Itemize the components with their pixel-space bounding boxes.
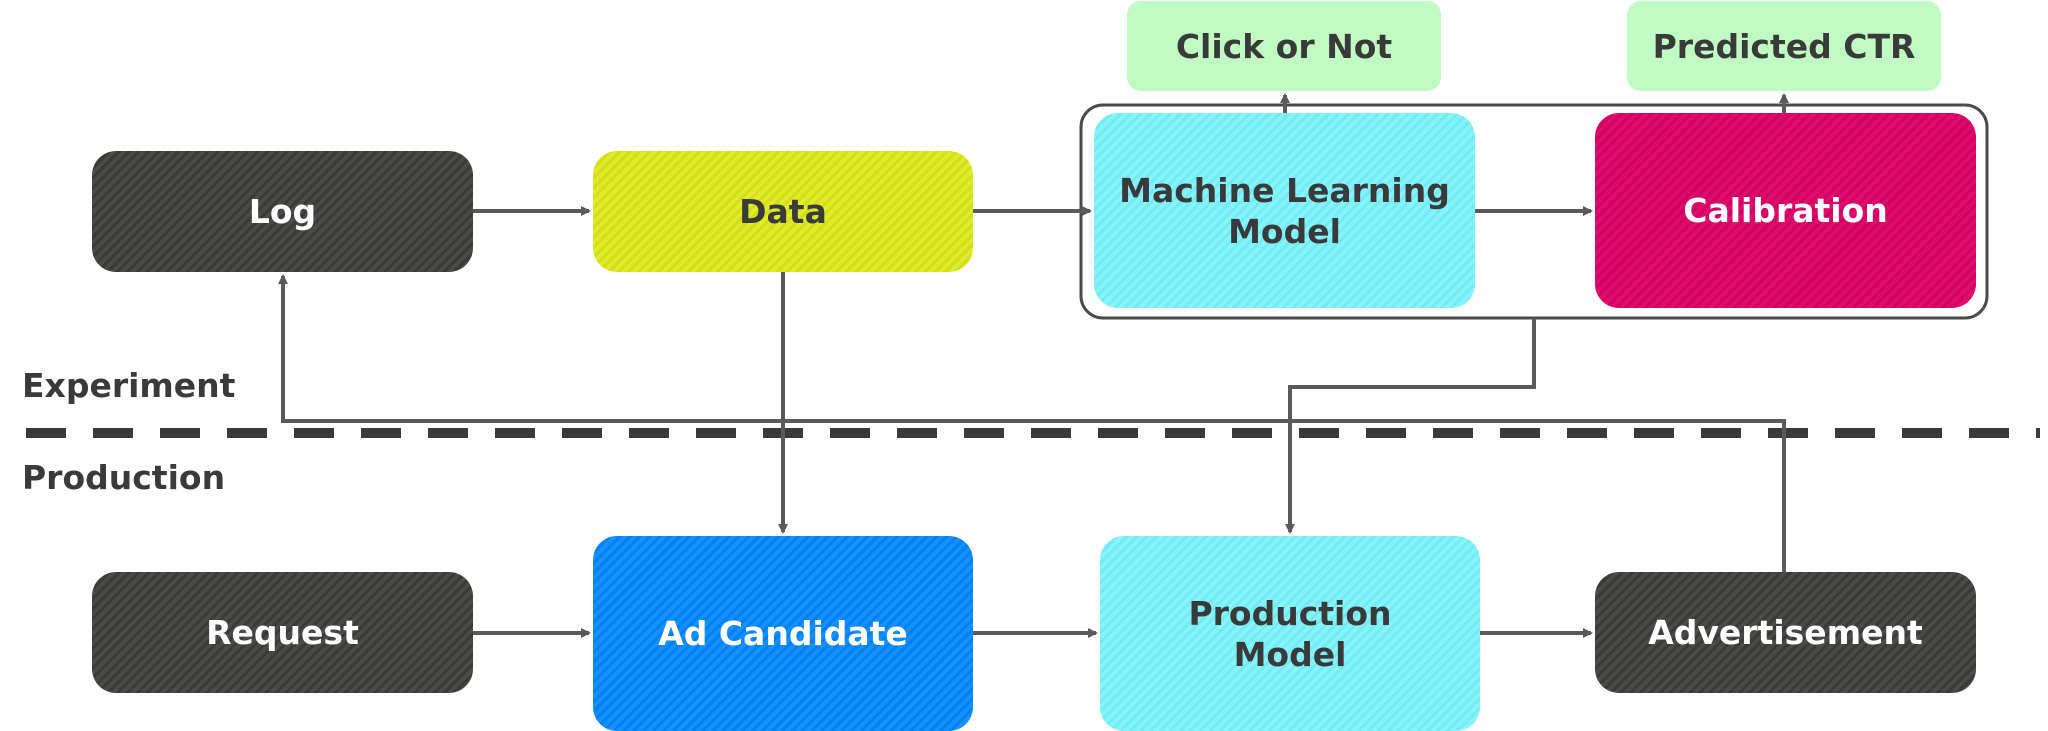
production-label: Production xyxy=(22,458,226,497)
ad-candidate-node: Ad Candidate xyxy=(593,536,973,731)
calibration-node: Calibration xyxy=(1595,113,1976,308)
data-node: Data xyxy=(593,151,973,272)
advertisement-node: Advertisement xyxy=(1595,572,1976,693)
arrow-advertisement-to-log xyxy=(278,274,1786,572)
request-node: Request xyxy=(92,572,473,693)
predicted-ctr-node: Predicted CTR xyxy=(1627,1,1941,91)
production-model-node: Production Model xyxy=(1100,536,1480,731)
ml-model-node: Machine Learning Model xyxy=(1094,113,1475,308)
arrow-group-to-production-model xyxy=(1285,318,1536,534)
click-or-not-node: Click or Not xyxy=(1127,1,1441,91)
experiment-label: Experiment xyxy=(22,366,236,405)
log-node: Log xyxy=(92,151,473,272)
